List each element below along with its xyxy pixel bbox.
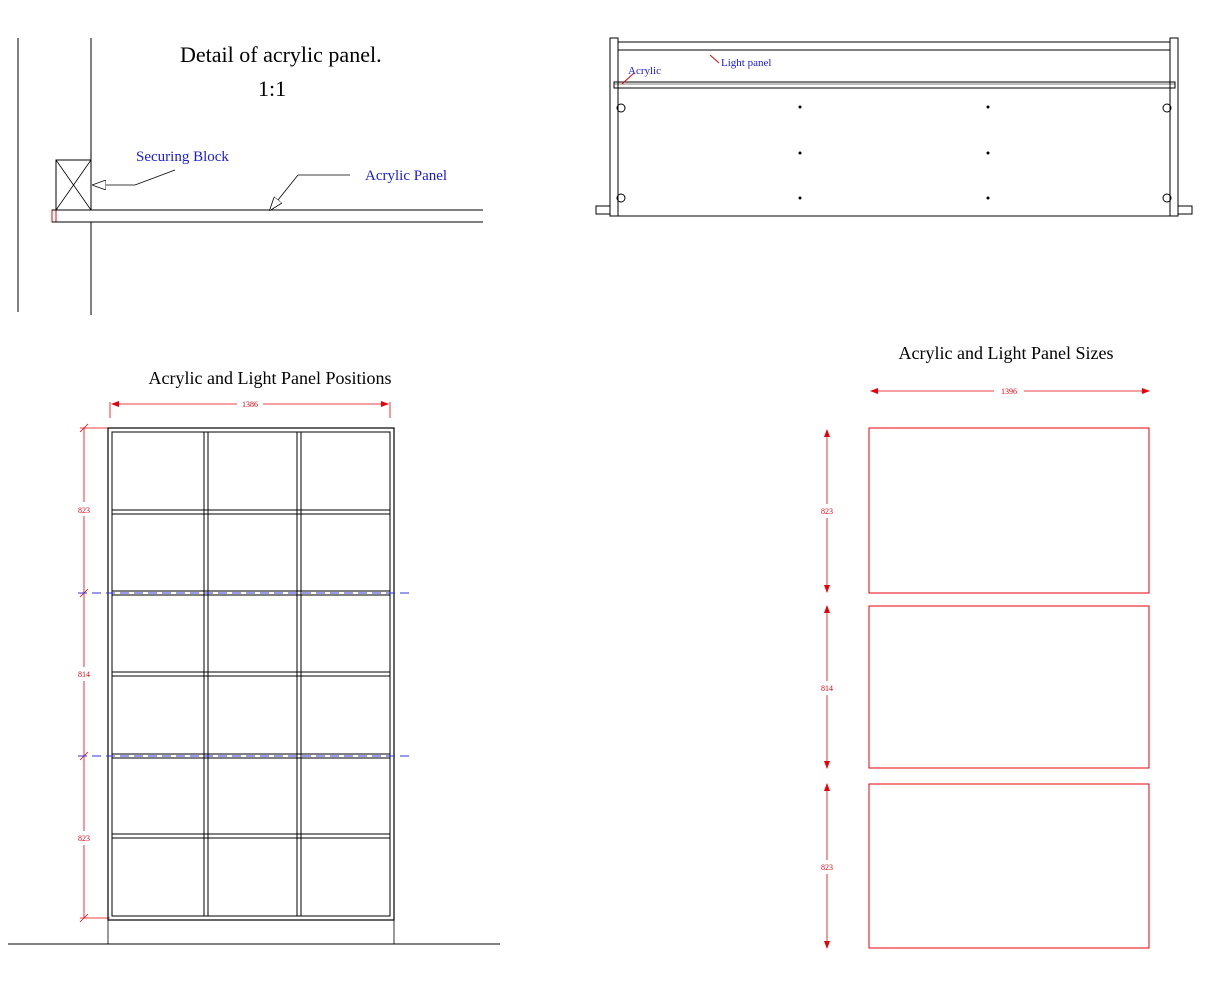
dim-label-bg (74, 667, 94, 681)
securing-block-leader (93, 169, 176, 185)
detail-title: Detail of acrylic panel. (180, 42, 382, 67)
positions-height-dim-1: 823 (78, 506, 90, 515)
sizes-width-dim: 1396 (1001, 387, 1017, 396)
side-view-holes (616, 103, 1172, 203)
dim-tick (79, 423, 89, 433)
dim-label-bg (74, 831, 94, 845)
sizes-height-dim-2: 814 (821, 684, 833, 693)
cabinet-frame (107, 427, 395, 921)
left-post (609, 37, 619, 217)
positions-height-dim-2: 814 (78, 670, 90, 679)
positions-height-dim-3: 823 (78, 834, 90, 843)
acrylic-leader (621, 72, 635, 85)
side-view: Acrylic Light panel (595, 37, 1193, 217)
panel-size-1 (868, 427, 1150, 594)
panel-size-2 (868, 605, 1150, 769)
light-panel-label: Light panel (721, 57, 771, 69)
securing-block-label: Securing Block (136, 149, 229, 165)
panel-size-3 (868, 783, 1150, 949)
positions-title: Acrylic and Light Panel Positions (149, 368, 392, 388)
acrylic-panel-section (52, 209, 483, 223)
detail-view: Detail of acrylic panel. 1:1 Securing Bl… (17, 38, 483, 315)
positions-view: Acrylic and Light Panel Positions 1386 8… (8, 368, 500, 945)
dim-label-bg (74, 502, 94, 516)
sizes-view: Acrylic and Light Panel Sizes 1396 823 8… (821, 343, 1150, 949)
positions-width-dim: 1386 (242, 400, 258, 409)
sizes-height-dim-1: 823 (821, 507, 833, 516)
dim-tick (79, 913, 89, 923)
left-foot (595, 205, 611, 215)
detail-scale: 1:1 (258, 76, 286, 101)
right-post (1169, 37, 1179, 217)
right-foot (1177, 205, 1193, 215)
light-panel-leader (709, 54, 720, 64)
light-panel-strip (613, 81, 1176, 89)
panel-body (617, 87, 1171, 217)
acrylic-panel-leader (270, 174, 350, 210)
sizes-height-dim-3: 823 (821, 863, 833, 872)
acrylic-panel-label: Acrylic Panel (365, 168, 447, 184)
sizes-title: Acrylic and Light Panel Sizes (899, 343, 1114, 363)
securing-block (55, 159, 92, 211)
red-spacer (51, 209, 57, 223)
acrylic-label: Acrylic (628, 65, 661, 77)
